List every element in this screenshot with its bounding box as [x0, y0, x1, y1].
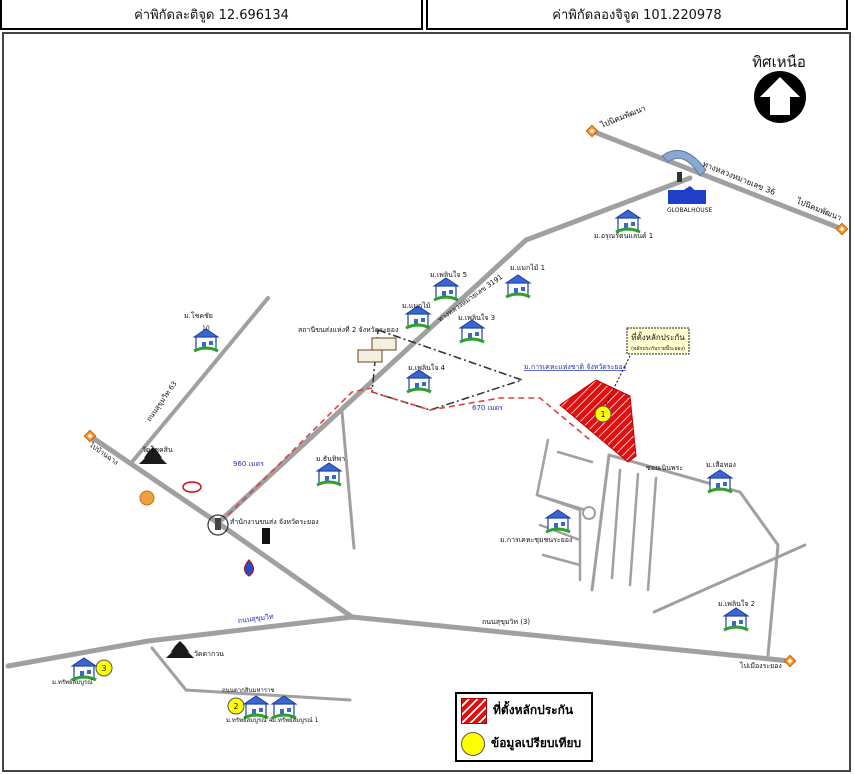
- label-chokchai-num: 10: [202, 325, 210, 332]
- longitude-header: ค่าพิกัดลองจิจูด 101.220978: [426, 0, 848, 30]
- label-chokchai: ม.โชคชัย: [184, 311, 213, 320]
- label-phloen-jai-5: ม.เพลินใจ 5: [430, 270, 467, 279]
- collateral-swatch-icon: [461, 697, 487, 724]
- compass-label: ทิศเหนือ: [752, 53, 806, 71]
- comparable-number-3: 3: [101, 664, 106, 673]
- label-to-nikhom: ไปนิคมพัฒนา: [598, 104, 646, 131]
- comparable-marker-2: [227, 697, 245, 715]
- label-bottom-village-a: ม.ทรัพย์สมบูรณ์ 4: [226, 716, 273, 724]
- label-sukhumvit-3: ถนนสุขุมวิท (3): [482, 618, 530, 626]
- label-phloen-jai-3: ม.เพลินใจ 3: [458, 313, 495, 322]
- village-icon-phloen-jai-2: [722, 606, 750, 632]
- road-route-3191: [215, 175, 693, 526]
- label-bus-station: สถานีขนส่งแห่งที่ 2 จังหวัดระยอง: [298, 325, 398, 334]
- label-wat-chok-sin: วัดโชคสิน: [142, 445, 173, 454]
- road-sukhumvit-3: [349, 614, 793, 664]
- label-phloen-jai-2: ม.เพลินใจ 2: [718, 599, 755, 608]
- road-east-branch: [652, 543, 807, 614]
- road-sukhumvit-63: [130, 296, 270, 464]
- label-phloen-jai-4: ม.เพลินใจ 4: [408, 363, 446, 372]
- label-distance-960: 960 เมตร: [233, 460, 264, 468]
- village-icon-phloen-jai-5: [432, 276, 460, 302]
- bridge-icon: [661, 149, 707, 177]
- collateral-parcel: [559, 379, 637, 463]
- transport-office-icon: [262, 528, 270, 544]
- label-kheha-rayong: ม.การเคหะชุมชนระยอง: [500, 536, 572, 544]
- collateral-marker: [594, 405, 612, 423]
- ptt-station-icon: [243, 559, 255, 577]
- map-frame: [2, 32, 851, 772]
- label-thanthip: ม.ธันทิพา: [316, 455, 345, 463]
- bus-icon: [357, 337, 397, 363]
- distance-line-960: [227, 387, 373, 516]
- label-sukhumvit-west: ถนนสุขุมวิท: [237, 613, 274, 625]
- legend-comparable-label: ข้อมูลเปรียบเทียบ: [491, 736, 582, 750]
- roundabout: [582, 506, 596, 520]
- label-suea-thong: ม.เสือทอง: [706, 461, 736, 469]
- village-icon-mai-1: [504, 273, 532, 299]
- label-arunrat-land: ม.อรุณรัตนแลนด์ 1: [594, 232, 653, 240]
- comparable-swatch-icon: [461, 731, 485, 756]
- callout-title: ที่ตั้งหลักประกัน: [631, 331, 685, 342]
- village-icon-thanthip: [315, 461, 343, 487]
- road-bottom-south: [150, 646, 352, 702]
- village-icon-phloen-jai-3: [458, 318, 486, 344]
- road-network: [5, 128, 845, 702]
- village-icon-bottom-a: [242, 694, 270, 720]
- longitude-text: ค่าพิกัดลองจิจูด 101.220978: [552, 7, 722, 23]
- label-wat-ta-kuan: วัดตากวน: [194, 650, 224, 658]
- collateral-marker-number: 1: [600, 410, 605, 419]
- label-sukhumvit-63: ถนนสุขุมวิท 63: [145, 380, 179, 423]
- latitude-text: ค่าพิกัดละติจูด 12.696134: [134, 7, 289, 23]
- label-globalhouse: GLOBALHOUSE: [667, 207, 712, 214]
- temple-icon-wat-ta-kuan: [166, 641, 194, 658]
- village-icon-phloen-jai-4: [405, 368, 433, 394]
- legend-collateral-label: ที่ตั้งหลักประกัน: [493, 703, 574, 717]
- legend-row-comparable: ข้อมูลเปรียบเทียบ: [457, 727, 591, 760]
- label-soi-noen-phra: ซอยเนินพระ: [646, 464, 683, 472]
- village-icon-arunrat: [614, 208, 642, 234]
- label-housing-authority: ม.การเคหะแห่งชาติ จังหวัดระยอง: [524, 363, 626, 371]
- label-to-rayong: ไปเมืองระยอง: [739, 661, 782, 670]
- housing-boundary: [371, 328, 525, 411]
- label-bottom-road: ถนนตากสินมหาราช: [222, 687, 274, 694]
- road-bottom-west: [5, 614, 355, 669]
- road-housing-main: [590, 453, 611, 592]
- label-bottom-village-b: ม.ทรัพย์สมบูรณ์ 1: [272, 716, 319, 724]
- village-icon-bottom-left: [70, 656, 98, 682]
- label-bottom-left-village: ม.ทรัพย์สมบูรณ์: [52, 678, 93, 686]
- road-soi-noen-phra: [607, 453, 780, 657]
- toyota-logo-icon: [182, 481, 202, 493]
- distance-line-670: [371, 391, 591, 441]
- pin-icon-rayong: [783, 654, 797, 668]
- map-legend: ที่ตั้งหลักประกัน ข้อมูลเปรียบเทียบ: [455, 692, 593, 762]
- label-transport-office: สำนักงานขนส่ง จังหวัดระยอง: [230, 518, 319, 526]
- latitude-header: ค่าพิกัดละติจูด 12.696134: [0, 0, 423, 30]
- label-mai-1: ม.แมกไม้ 1: [510, 263, 545, 272]
- shell-station-icon: [139, 490, 155, 506]
- junction-icon-route36: [677, 172, 682, 182]
- collateral-callout: [626, 327, 690, 355]
- road-thanthip: [340, 410, 356, 550]
- legend-row-collateral: ที่ตั้งหลักประกัน: [457, 694, 591, 727]
- label-distance-670: 670 เมตร: [472, 404, 503, 412]
- comparable-number-2: 2: [233, 702, 238, 711]
- road-highway-36: [589, 128, 845, 232]
- callout-subtitle: (หลักประกันรายนี้ระยอง): [631, 343, 685, 352]
- label-mai: ม.แมกไม้: [402, 301, 430, 310]
- village-icon-bottom-b: [270, 694, 298, 720]
- transport-junction-icon: [207, 514, 229, 536]
- globalhouse-building-icon: [668, 186, 706, 204]
- comparable-marker-3: [95, 659, 113, 677]
- village-icon-suea-thong: [706, 468, 734, 494]
- village-icon-kheha: [544, 508, 572, 534]
- village-icon-chokchai: [192, 327, 220, 353]
